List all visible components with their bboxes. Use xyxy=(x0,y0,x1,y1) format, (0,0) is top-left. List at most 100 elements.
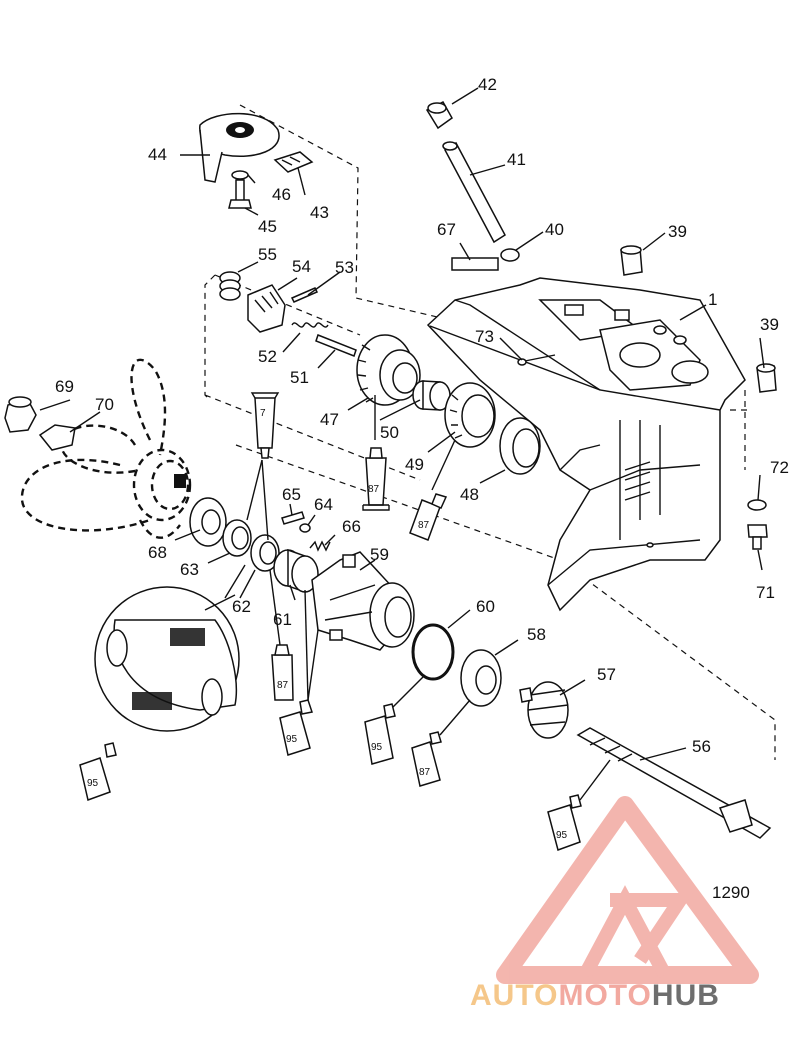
tube-95-c-label: 95 xyxy=(87,778,99,789)
callout-54: 54 xyxy=(292,257,311,276)
callout-48: 48 xyxy=(460,485,479,504)
watermark-text: AUTOMOTOHUB xyxy=(470,979,720,1012)
nut-right xyxy=(756,363,777,393)
callout-49: 49 xyxy=(405,455,424,474)
callout-71: 71 xyxy=(756,583,775,602)
callout-64: 64 xyxy=(314,495,333,514)
watermark-moto: MOTO xyxy=(558,979,651,1012)
needle-bearing-50 xyxy=(412,380,451,411)
forward-gear xyxy=(519,681,569,739)
callout-65: 65 xyxy=(282,485,301,504)
bearing-63 xyxy=(222,519,252,557)
nut-top xyxy=(620,245,643,276)
o-ring xyxy=(411,623,455,681)
bolt-71 xyxy=(747,524,768,550)
gear-housing xyxy=(426,277,746,612)
callout-1: 1 xyxy=(708,290,717,309)
tube-87-c-label: 87 xyxy=(277,680,289,691)
callout-43: 43 xyxy=(310,203,329,222)
leader-lines xyxy=(39,87,765,801)
callout-50: 50 xyxy=(380,423,399,442)
callout-58: 58 xyxy=(527,625,546,644)
callout-46: 46 xyxy=(272,185,291,204)
propeller-outline xyxy=(20,358,192,539)
tube-87-d-label: 87 xyxy=(419,767,431,778)
callout-61: 61 xyxy=(273,610,292,629)
propeller-shaft xyxy=(576,727,772,839)
callout-66: 66 xyxy=(342,517,361,536)
anode-plate xyxy=(199,112,280,183)
callout-42: 42 xyxy=(478,75,497,94)
screw-65 xyxy=(281,511,305,525)
cam-rod-51 xyxy=(315,334,357,357)
water-tube-grommet xyxy=(425,101,453,130)
bearing-61 xyxy=(273,548,319,594)
callout-51: 51 xyxy=(290,368,309,387)
tube-95-c: 95 xyxy=(79,742,117,801)
callout-44: 44 xyxy=(148,145,167,164)
bearing-carrier xyxy=(311,551,415,651)
callout-53: 53 xyxy=(335,258,354,277)
spring-55 xyxy=(219,271,241,301)
callout-68: 68 xyxy=(148,543,167,562)
tube-95-a-label: 95 xyxy=(286,734,298,745)
callout-70: 70 xyxy=(95,395,114,414)
tube-7-label: 7 xyxy=(260,408,266,419)
watermark-logo xyxy=(496,796,759,984)
callout-39-top: 39 xyxy=(668,222,687,241)
callout-72: 72 xyxy=(770,458,789,477)
callout-41: 41 xyxy=(507,150,526,169)
tube-95-d-label: 95 xyxy=(556,830,568,841)
diagram-id: 1290 xyxy=(712,883,750,902)
callout-56: 56 xyxy=(692,737,711,756)
tube-87-b: 87 xyxy=(409,493,448,541)
bearing-cup-48 xyxy=(499,417,541,475)
callout-63: 63 xyxy=(180,560,199,579)
svg-text:AUTOMOTOHUB: AUTOMOTOHUB xyxy=(470,979,720,1012)
callout-45: 45 xyxy=(258,217,277,236)
washer-64 xyxy=(299,523,311,533)
water-tube-seal xyxy=(500,248,520,262)
ball-bearing xyxy=(460,649,502,707)
tapered-bearing-49 xyxy=(444,382,496,448)
watermark-hub: HUB xyxy=(652,979,720,1012)
callout-39-right: 39 xyxy=(760,315,779,334)
bearing-62 xyxy=(250,534,280,572)
reverse-gear xyxy=(356,334,421,406)
callout-59: 59 xyxy=(370,545,389,564)
tube-95-b-label: 95 xyxy=(371,742,383,753)
magnified-detail xyxy=(94,564,256,732)
callout-52: 52 xyxy=(258,347,277,366)
tube-87-a-label: 87 xyxy=(368,484,380,495)
callout-40: 40 xyxy=(545,220,564,239)
callout-57: 57 xyxy=(597,665,616,684)
callout-62: 62 xyxy=(232,597,251,616)
tube-95-d: 95 xyxy=(547,794,582,851)
tube-87-d: 87 xyxy=(411,731,442,787)
spring-66 xyxy=(309,540,331,552)
decal xyxy=(451,257,499,271)
watermark-auto: AUTO xyxy=(470,979,558,1012)
propeller-nut xyxy=(4,396,37,433)
assembly-dashed-lines xyxy=(204,104,776,760)
spring-52 xyxy=(291,322,329,328)
screw-73 xyxy=(517,354,556,366)
callout-69: 69 xyxy=(55,377,74,396)
callout-55: 55 xyxy=(258,245,277,264)
clutch-54 xyxy=(247,284,286,333)
tube-95-b: 95 xyxy=(364,703,396,765)
tube-95-a: 95 xyxy=(279,699,313,756)
callout-47: 47 xyxy=(320,410,339,429)
tube-7: 7 xyxy=(250,392,280,459)
tube-87-a: 87 xyxy=(362,447,390,511)
pin-53 xyxy=(290,287,319,303)
callout-67: 67 xyxy=(437,220,456,239)
retainer-clip xyxy=(273,151,314,173)
tube-87-c: 87 xyxy=(271,644,294,701)
washer-72 xyxy=(747,499,767,511)
callout-73: 73 xyxy=(475,327,494,346)
tab-washer xyxy=(38,424,76,451)
washer-and-bolt xyxy=(228,170,252,209)
callout-labels: 1 39 39 40 41 42 43 44 45 46 47 48 49 50… xyxy=(55,75,789,902)
